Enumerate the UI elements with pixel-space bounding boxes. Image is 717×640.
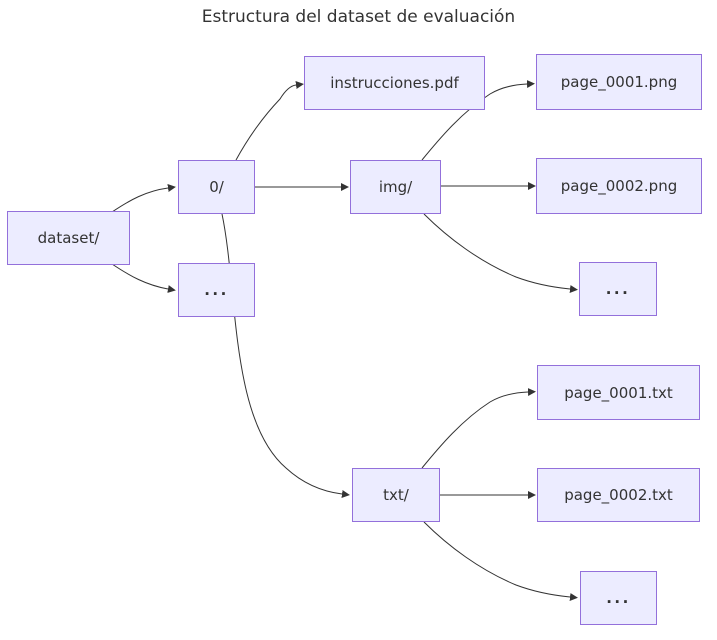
node-instrucciones-pdf: instrucciones.pdf [304,56,485,110]
edge-txt-to-page0001txt [421,388,536,469]
edge-txt-to-ellipsis [423,521,578,601]
node-txt-folder: txt/ [352,468,440,522]
node-ellipsis-3: ... [580,571,657,625]
diagram-title: Estructura del dataset de evaluación [201,7,516,27]
edge-img-to-ellipsis [423,213,578,293]
edge-dataset-to-0 [111,184,176,213]
node-page-0001-png: page_0001.png [536,54,702,110]
node-img-folder: img/ [350,160,441,214]
node-dataset-folder: dataset/ [7,211,130,265]
node-ellipsis-1: ... [178,263,255,317]
node-0-folder: 0/ [178,160,255,214]
edge-0-to-instrucciones [235,81,304,161]
edge-img-to-page0001png [421,80,535,161]
edge-0-to-txt [221,213,350,498]
node-page-0002-txt: page_0002.txt [537,468,700,522]
node-page-0002-png: page_0002.png [536,158,702,214]
node-ellipsis-2: ... [579,262,657,316]
node-page-0001-txt: page_0001.txt [537,365,700,420]
edge-dataset-to-ellipsis [111,263,176,293]
